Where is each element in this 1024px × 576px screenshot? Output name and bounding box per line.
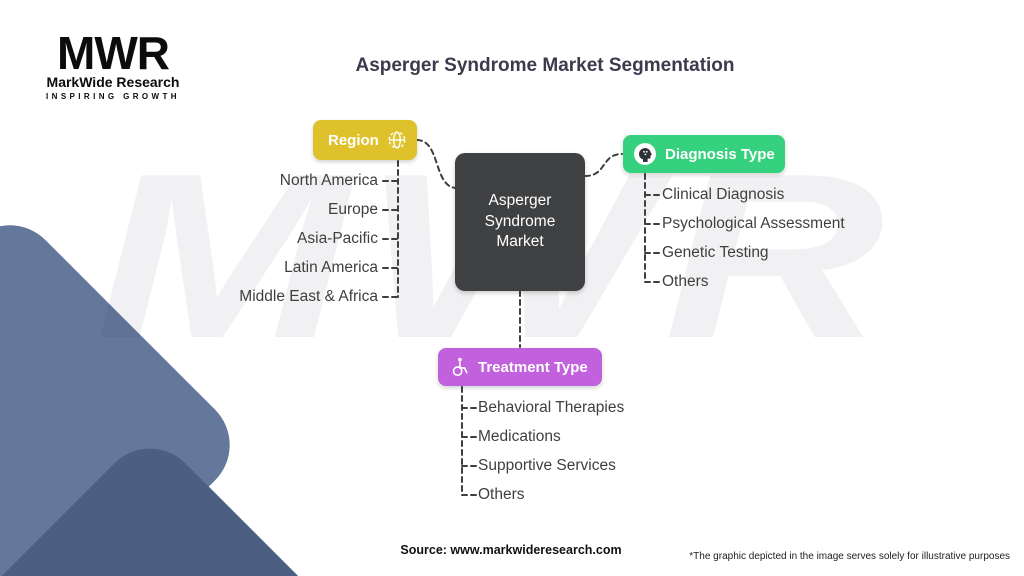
branch-label-treatment: Treatment Type xyxy=(478,358,588,376)
list-item-diagnosis: Genetic Testing xyxy=(662,244,769,261)
list-item-treatment: Behavioral Therapies xyxy=(478,399,625,416)
list-item-treatment: Medications xyxy=(478,428,561,445)
branch-badge-treatment: Treatment Type xyxy=(438,348,602,386)
logo-acronym: MWR xyxy=(57,27,170,79)
list-item-region: North America xyxy=(279,172,378,189)
branch-badge-region: Region xyxy=(313,120,417,160)
connector-treatment-ticks xyxy=(461,407,477,496)
source-line: Source: www.markwideresearch.com xyxy=(400,543,622,557)
list-item-region: Asia-Pacific xyxy=(297,230,378,247)
list-item-region: Latin America xyxy=(284,259,378,276)
connector-region-ticks xyxy=(382,180,399,298)
company-logo: MWR MarkWide Research Inspiring Growth xyxy=(33,30,193,101)
list-item-region: Europe xyxy=(328,201,378,218)
center-node-label: Asperger Syndrome Market xyxy=(484,191,556,251)
list-item-diagnosis: Others xyxy=(662,273,709,290)
list-item-region: Middle East & Africa xyxy=(239,288,378,305)
branch-label-diagnosis: Diagnosis Type xyxy=(665,145,775,163)
connector-diagnosis-ticks xyxy=(644,194,661,283)
disclaimer-text: *The graphic depicted in the image serve… xyxy=(689,551,1010,562)
branch-label-region: Region xyxy=(328,131,379,149)
connector-region-curve xyxy=(416,139,458,189)
connector-diagnosis-curve xyxy=(584,153,623,177)
list-item-treatment: Others xyxy=(478,486,525,503)
list-item-diagnosis: Clinical Diagnosis xyxy=(662,186,785,203)
wheelchair-icon xyxy=(448,356,470,378)
globe-icon xyxy=(386,129,408,151)
list-item-diagnosis: Psychological Assessment xyxy=(662,215,845,232)
branch-badge-diagnosis: Diagnosis Type xyxy=(623,135,785,173)
page-title: Asperger Syndrome Market Segmentation xyxy=(355,55,735,76)
list-item-treatment: Supportive Services xyxy=(478,457,616,474)
logo-tagline: Inspiring Growth xyxy=(46,92,180,101)
center-node: Asperger Syndrome Market xyxy=(455,153,585,291)
head-icon xyxy=(633,142,657,166)
logo-name: MarkWide Research xyxy=(46,74,180,90)
